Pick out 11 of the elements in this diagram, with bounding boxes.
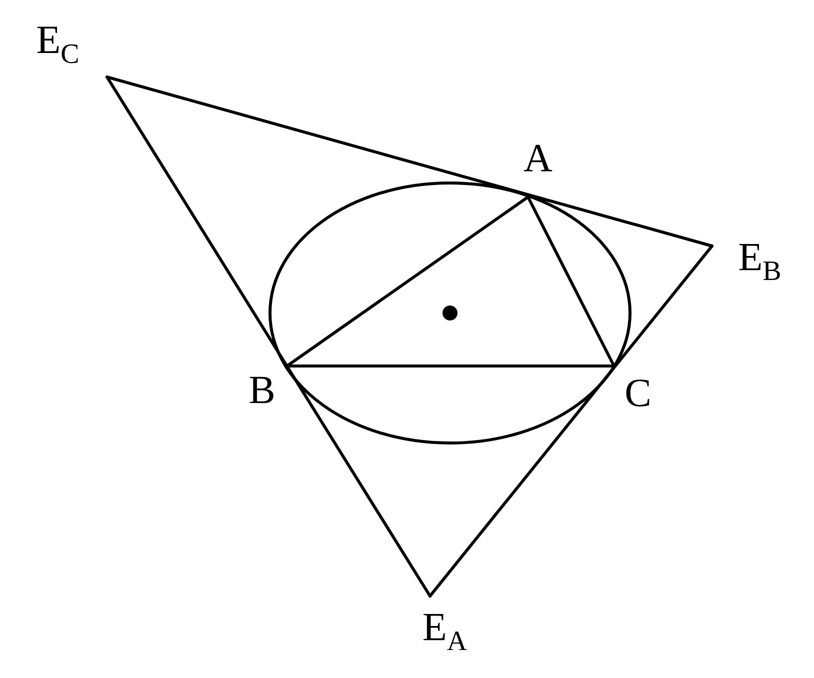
point-label: E$_{C}$ <box>37 26 78 64</box>
point-label: C <box>626 380 650 406</box>
point-label: E$_{A}$ <box>424 614 467 650</box>
point-label: E$_{B}$ <box>739 244 780 280</box>
line-segment <box>286 196 530 368</box>
line-segment <box>106 76 432 598</box>
point-label: A <box>524 144 552 172</box>
line-segment <box>526 196 616 368</box>
line-segment <box>428 244 714 598</box>
line-segment <box>106 76 714 248</box>
point-label: B <box>250 376 274 404</box>
